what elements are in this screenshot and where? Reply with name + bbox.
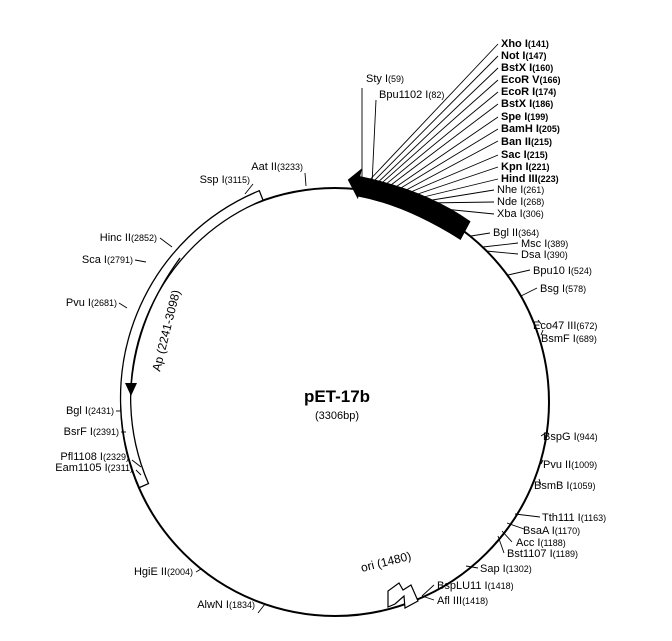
site-label-not: Not I(147) bbox=[501, 50, 546, 62]
site-label-dsa: Dsa I(390) bbox=[521, 249, 568, 261]
site-label-afliii: Afl III(1418) bbox=[437, 595, 488, 607]
site-label-tth111: Tth111 I(1163) bbox=[542, 512, 606, 524]
site-line-bpu1102 bbox=[371, 99, 377, 185]
site-line-aatii bbox=[304, 172, 307, 187]
site-labels: Xho I(141) Not I(147) BstX I(160) EcoR V… bbox=[55, 38, 606, 611]
site-label-bamh: BamH I(205) bbox=[501, 123, 560, 135]
site-line-bstx1 bbox=[370, 67, 499, 190]
site-line-bsg bbox=[520, 287, 538, 297]
site-label-banii: Ban II(215) bbox=[501, 136, 552, 148]
site-line-bpu10 bbox=[507, 269, 531, 276]
site-label-ssp: Ssp I(3115) bbox=[200, 174, 250, 186]
site-label-msc: Msc I(389) bbox=[521, 238, 568, 250]
site-label-hgie: HgiE II(2004) bbox=[134, 566, 193, 578]
site-line-dsa bbox=[485, 250, 519, 255]
site-line-alwn bbox=[257, 603, 266, 614]
site-label-ecori: EcoR I(174) bbox=[501, 86, 556, 98]
site-label-nhe: Nhe I(261) bbox=[497, 184, 544, 196]
site-label-bstx1: BstX I(160) bbox=[501, 62, 553, 74]
site-line-bamh bbox=[390, 128, 499, 195]
site-line-bglii bbox=[470, 232, 491, 237]
site-line-xba bbox=[433, 207, 495, 215]
plasmid-size: (3306bp) bbox=[315, 410, 359, 422]
site-label-kpn: Kpn I(221) bbox=[501, 161, 550, 173]
site-label-bgl: Bgl I(2431) bbox=[66, 405, 114, 417]
site-line-bspg bbox=[540, 431, 548, 437]
site-label-bst1107: Bst1107 I(1189) bbox=[507, 548, 578, 560]
site-line-sac bbox=[398, 154, 499, 198]
t7-region-arrow bbox=[347, 168, 471, 241]
site-label-bglii: Bgl II(364) bbox=[493, 227, 539, 239]
site-line-pvuii bbox=[540, 459, 544, 465]
site-line-tth111 bbox=[514, 513, 541, 518]
site-label-bsmb: BsmB I(1059) bbox=[534, 480, 595, 492]
site-line-xho bbox=[362, 43, 499, 188]
site-label-ecorv: EcoR V(166) bbox=[501, 74, 561, 86]
site-line-hincii bbox=[159, 237, 173, 248]
site-label-hincii: Hinc II(2852) bbox=[100, 232, 157, 244]
ap-gene-band bbox=[119, 189, 264, 489]
site-label-spe: Spe I(199) bbox=[501, 111, 548, 123]
site-label-bsrf: BsrF I(2391) bbox=[64, 426, 119, 438]
site-label-bpu1102: Bpu1102 I(82) bbox=[379, 89, 444, 101]
site-label-bsplu11: BspLU11 I(1418) bbox=[437, 580, 514, 592]
site-line-bsplu11 bbox=[421, 584, 435, 597]
site-lines bbox=[116, 43, 548, 614]
site-label-aatii: Aat II(3233) bbox=[251, 161, 303, 173]
site-label-pfl1108: Pfl1108 I(2329) bbox=[60, 451, 129, 463]
plasmid-name: pET-17b bbox=[304, 387, 370, 406]
site-line-bstx2 bbox=[382, 103, 499, 192]
site-line-sap bbox=[465, 565, 479, 569]
site-label-nde: Nde I(268) bbox=[497, 196, 544, 208]
site-line-ecorv bbox=[374, 79, 499, 190]
site-line-hgie bbox=[195, 568, 202, 573]
site-line-banii bbox=[394, 140, 499, 197]
site-label-sty: Sty I(59) bbox=[366, 73, 404, 85]
site-line-nhe bbox=[419, 189, 495, 203]
site-label-sac: Sac I(215) bbox=[501, 149, 548, 161]
site-line-not bbox=[366, 55, 499, 189]
site-label-bspg: BspG I(944) bbox=[543, 431, 598, 443]
site-label-xho: Xho I(141) bbox=[501, 38, 549, 50]
site-label-eco47: Eco47 III(672) bbox=[533, 320, 597, 332]
site-label-alwn: AlwN I(1834) bbox=[197, 599, 255, 611]
site-line-sca bbox=[134, 259, 147, 263]
site-label-pvu: Pvu I(2681) bbox=[66, 297, 117, 309]
site-label-acc: Acc I(1188) bbox=[516, 537, 566, 549]
site-label-hind: Hind III(223) bbox=[501, 173, 559, 185]
site-line-bst1107 bbox=[497, 535, 505, 554]
ap-direction-arrow bbox=[130, 257, 181, 389]
site-line-eco47 bbox=[537, 319, 542, 325]
site-line-kpn bbox=[402, 166, 499, 200]
site-line-afliii bbox=[421, 595, 435, 601]
site-line-ecori bbox=[378, 91, 499, 191]
site-line-pvu bbox=[118, 302, 128, 309]
site-line-hind bbox=[406, 178, 499, 202]
ori-arrow bbox=[387, 582, 419, 609]
site-label-bsmf: BsmF I(689) bbox=[541, 333, 597, 345]
site-line-msc bbox=[482, 242, 519, 248]
site-label-sap: Sap I(1302) bbox=[480, 563, 532, 575]
site-line-eam1105 bbox=[135, 469, 142, 476]
site-label-eam1105: Eam1105 I(2311) bbox=[55, 462, 133, 474]
site-line-bsaa bbox=[506, 522, 525, 530]
site-label-xba: Xba I(306) bbox=[497, 208, 544, 220]
site-line-ssp bbox=[244, 183, 254, 195]
site-line-spe bbox=[386, 116, 499, 194]
site-line-acc bbox=[501, 530, 513, 543]
ap-arrowhead bbox=[125, 383, 137, 396]
site-line-nde bbox=[424, 201, 495, 204]
site-label-pvuii: Pvu II(1009) bbox=[543, 459, 597, 471]
ori-label: ori (1480) bbox=[359, 549, 412, 575]
site-label-sca: Sca I(2791) bbox=[82, 254, 133, 266]
site-line-bsmb bbox=[538, 478, 542, 486]
site-label-bstx2: BstX I(186) bbox=[501, 98, 553, 110]
site-line-bsmf bbox=[540, 329, 544, 336]
site-line-pfl1108 bbox=[131, 459, 142, 468]
site-label-bpu10: Bpu10 I(524) bbox=[533, 265, 592, 277]
site-label-bsg: Bsg I(578) bbox=[540, 283, 586, 295]
site-label-bsaa: BsaA I(1170) bbox=[523, 525, 580, 537]
